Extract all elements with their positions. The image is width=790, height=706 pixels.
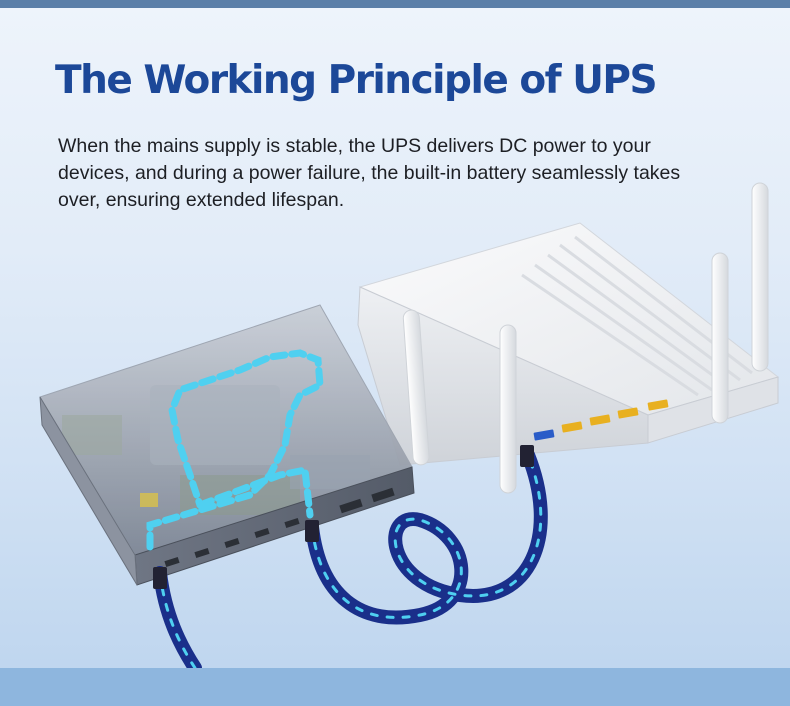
- power-flow-arrow-icon: [146, 349, 324, 551]
- router-icon: [357, 182, 780, 494]
- product-illustration: [39, 182, 780, 668]
- top-accent-bar: [0, 0, 790, 8]
- cable-icon: [153, 445, 548, 668]
- description-text: When the mains supply is stable, the UPS…: [58, 135, 681, 211]
- ups-device-icon: [39, 304, 415, 586]
- bottom-accent-bar: [0, 668, 790, 706]
- page-title: The Working Principle of UPS: [55, 58, 658, 103]
